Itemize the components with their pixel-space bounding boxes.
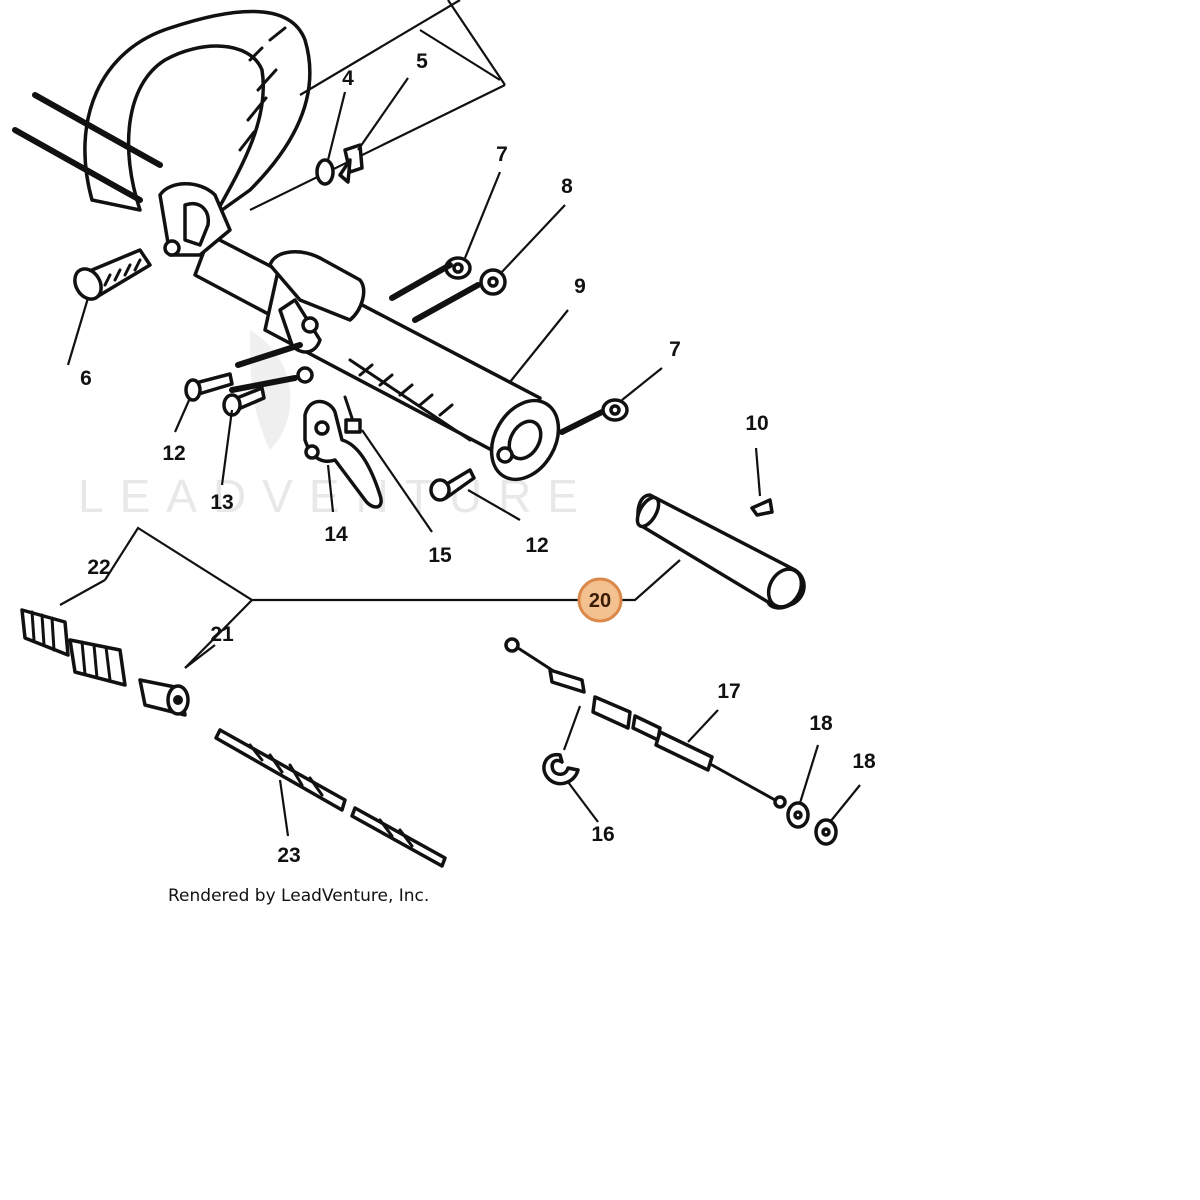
callout-12-right[interactable]: 12 [525, 534, 548, 557]
tube-10 [635, 493, 806, 610]
callout-14[interactable]: 14 [324, 523, 348, 546]
callout-21[interactable]: 21 [210, 623, 234, 646]
nut-4 [315, 158, 335, 186]
credit-text: Rendered by LeadVenture, Inc. [168, 886, 429, 906]
callout-13[interactable]: 13 [210, 491, 233, 514]
spring-15 [343, 395, 362, 434]
callout-20-highlight[interactable]: 20 [577, 577, 623, 623]
callout-5[interactable]: 5 [416, 50, 428, 73]
clip-16 [542, 753, 580, 786]
handle-clamp [158, 182, 232, 257]
nut-18-a [786, 801, 810, 829]
stud-line-5 [229, 375, 298, 393]
nut-7-lower [601, 398, 629, 422]
screw-12-left [184, 372, 234, 402]
stud-line-1 [389, 262, 453, 301]
stud-line-4 [235, 342, 303, 368]
handle-loop [83, 9, 312, 217]
bushing-22-a [20, 608, 70, 657]
callout-22[interactable]: 22 [87, 556, 110, 579]
trigger-14 [303, 399, 383, 509]
cable-17 [504, 637, 787, 809]
stud-line-2 [412, 282, 481, 323]
watermark-text: LEADVENTURE [78, 470, 594, 522]
callout-10[interactable]: 10 [745, 412, 768, 435]
collar-21 [138, 678, 190, 717]
key-10 [750, 498, 774, 517]
callout-7-upper[interactable]: 7 [496, 143, 508, 166]
nut-8 [479, 268, 507, 296]
wing-nut-5 [338, 143, 364, 184]
callout-23[interactable]: 23 [277, 844, 300, 867]
callout-7-lower[interactable]: 7 [669, 338, 681, 361]
callout-18-b[interactable]: 18 [852, 750, 876, 773]
callout-15[interactable]: 15 [428, 544, 452, 567]
callout-18-a[interactable]: 18 [809, 712, 833, 735]
callout-17[interactable]: 17 [717, 680, 740, 703]
bolt-6 [73, 248, 152, 301]
callout-leaders [59, 77, 861, 837]
callout-12-left[interactable]: 12 [162, 442, 185, 465]
stud-line-3 [559, 409, 605, 435]
callout-4[interactable]: 4 [342, 67, 354, 90]
screw-12-right [429, 468, 476, 502]
highlight-circle [577, 577, 623, 623]
bushing-22-b [68, 638, 127, 687]
callout-20[interactable]: 20 [589, 590, 611, 612]
callout-6[interactable]: 6 [80, 367, 92, 390]
callout-9[interactable]: 9 [574, 275, 586, 298]
callout-8[interactable]: 8 [561, 175, 573, 198]
callout-16[interactable]: 16 [591, 823, 614, 846]
nut-18-b [814, 818, 838, 846]
watermark: LEADVENTURE [78, 330, 594, 522]
top-leaders [12, 0, 506, 211]
drive-shaft-23 [214, 728, 447, 868]
